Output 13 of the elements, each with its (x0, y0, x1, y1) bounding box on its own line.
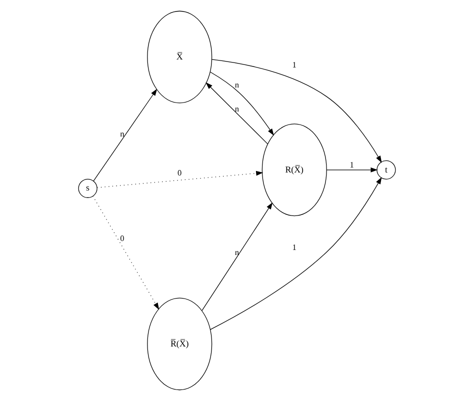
node-ellipse: R̅(X̅) (147, 298, 212, 390)
node-circle: t (376, 160, 396, 180)
arrow (212, 59, 382, 163)
arrow (210, 177, 382, 330)
arrow (326, 167, 378, 172)
arrow (92, 196, 160, 310)
arrow (206, 82, 268, 144)
node-circle: s (78, 178, 98, 198)
node-ellipse: R(X̅) (262, 124, 327, 216)
arrow (202, 202, 273, 311)
arrow (93, 88, 158, 182)
arrow (210, 72, 274, 136)
arrow (96, 170, 264, 188)
